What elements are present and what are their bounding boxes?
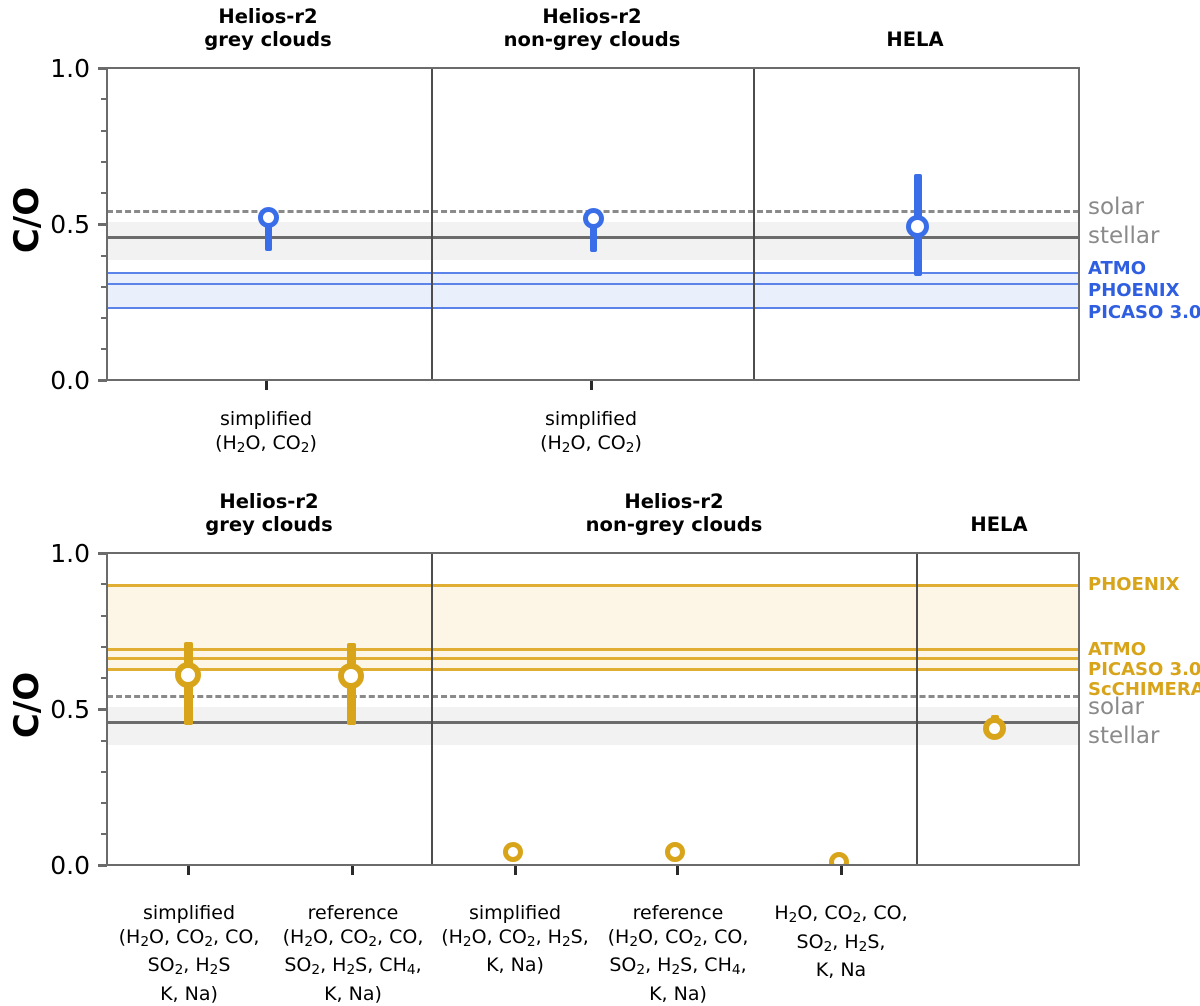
y-tick-top-0.6	[101, 192, 107, 194]
right-label-top-atmo: ATMO	[1088, 258, 1147, 279]
y-tick-bottom-1.0	[98, 552, 107, 555]
data-marker-bottom-0	[175, 662, 201, 688]
y-tick-label-top-0.0: 0.0	[50, 366, 90, 395]
group-title-bottom-0: Helios-r2 grey clouds	[205, 490, 333, 536]
plot-area-top	[107, 68, 1079, 380]
y-tick-top-0.5	[98, 223, 107, 226]
data-marker-bottom-2	[503, 842, 523, 862]
y-tick-bottom-0.8	[101, 615, 107, 617]
right-label-top-phoenix: PHOENIX	[1088, 280, 1180, 301]
y-tick-label-bottom-1.0: 1.0	[50, 539, 90, 568]
group-title-bottom-2: HELA	[970, 513, 1028, 536]
y-tick-label-bottom-0.0: 0.0	[50, 851, 90, 880]
right-label-top-solar: solar	[1088, 194, 1144, 220]
x-tick-label-bottom-1: reference (H2O, CO2, CO, SO2, H2S, CH4, …	[282, 902, 424, 1005]
y-tick-bottom-0.2	[101, 802, 107, 804]
x-tick-bottom-4	[840, 866, 843, 875]
x-tick-top-1	[590, 381, 593, 390]
data-marker-top-0	[258, 207, 279, 228]
group-divider-top-1	[431, 68, 433, 380]
refline-bottom-phoenix	[107, 584, 1079, 587]
y-tick-top-0.3	[101, 286, 107, 288]
x-tick-bottom-2	[514, 866, 517, 875]
x-tick-bottom-0	[187, 866, 190, 875]
y-tick-top-0.9	[101, 98, 107, 100]
y-tick-bottom-0.4	[101, 740, 107, 742]
plot-frame-top	[106, 67, 1080, 381]
refline-top-atmo	[107, 272, 1079, 274]
y-tick-top-0.7	[101, 161, 107, 163]
right-label-bottom-picaso: PICASO 3.0	[1088, 659, 1200, 680]
y-tick-bottom-0.6	[101, 677, 107, 679]
data-marker-bottom-3	[665, 842, 685, 862]
y-tick-label-bottom-0.5: 0.5	[50, 695, 90, 724]
plot-area-bottom	[107, 553, 1079, 865]
group-title-bottom-1: Helios-r2 non-grey clouds	[585, 490, 763, 536]
x-tick-label-bottom-2: simplified (H2O, CO2, H2S, K, Na)	[441, 902, 589, 976]
right-label-bottom-atmo: ATMO	[1088, 639, 1147, 660]
y-tick-bottom-0.7	[101, 646, 107, 648]
y-tick-label-top-1.0: 1.0	[50, 54, 90, 83]
refline-bottom-picaso	[107, 657, 1079, 660]
y-tick-bottom-0.3	[101, 771, 107, 773]
y-tick-bottom-0.0	[98, 864, 107, 867]
right-label-bottom-solar: solar	[1088, 694, 1144, 720]
error-bar-top-1	[590, 216, 597, 252]
group-title-top-2: HELA	[886, 28, 944, 51]
x-tick-top-0	[265, 381, 268, 390]
refline-top-phoenix	[107, 283, 1079, 285]
right-label-top-stellar: stellar	[1088, 223, 1160, 249]
right-label-top-picaso: PICASO 3.0	[1088, 302, 1200, 323]
y-tick-label-top-0.5: 0.5	[50, 210, 90, 239]
x-tick-label-bottom-3: reference (H2O, CO2, CO, SO2, H2S, CH4, …	[607, 902, 749, 1005]
refline-bottom-atmo	[107, 648, 1079, 651]
x-tick-label-top-0: simplified (H2O, CO2)	[215, 408, 317, 456]
refline-bottom-sccchimera	[107, 668, 1079, 671]
y-tick-top-1.0	[98, 67, 107, 70]
right-label-bottom-stellar: stellar	[1088, 723, 1160, 749]
group-divider-top-2	[753, 68, 755, 380]
y-tick-top-0.4	[101, 255, 107, 257]
group-divider-bottom-2	[916, 553, 918, 865]
data-marker-bottom-1	[338, 663, 364, 689]
x-tick-label-top-1: simplified (H2O, CO2)	[540, 408, 642, 456]
right-label-bottom-phoenix: PHOENIX	[1088, 574, 1180, 595]
right-label-bottom-sccchimera: ScCHIMERA	[1088, 679, 1200, 700]
y-tick-top-0.1	[101, 348, 107, 350]
error-bar-top-0	[265, 215, 272, 251]
x-tick-label-bottom-4: H2O, CO2, CO, SO2, H2S, K, Na	[774, 902, 908, 981]
x-tick-label-bottom-0: simplified (H2O, CO2, CO, SO2, H2S K, Na…	[118, 902, 260, 1005]
plot-frame-bottom	[106, 552, 1080, 866]
group-title-top-0: Helios-r2 grey clouds	[204, 5, 332, 51]
refline-top-picaso	[107, 307, 1079, 309]
data-marker-bottom-4	[829, 852, 849, 865]
refline-bottom-stellar	[107, 721, 1079, 724]
y-tick-bottom-0.9	[101, 583, 107, 585]
y-tick-bottom-0.5	[98, 708, 107, 711]
y-tick-top-0.0	[98, 379, 107, 382]
data-marker-top-1	[583, 208, 604, 229]
data-marker-bottom-5	[983, 717, 1006, 740]
group-divider-bottom-1	[431, 553, 433, 865]
x-tick-bottom-3	[676, 866, 679, 875]
data-marker-top-2	[906, 215, 929, 238]
x-tick-bottom-1	[351, 866, 354, 875]
y-tick-bottom-0.1	[101, 833, 107, 835]
group-title-top-1: Helios-r2 non-grey clouds	[503, 5, 681, 51]
band-top-models	[107, 272, 1079, 307]
y-tick-top-0.2	[101, 317, 107, 319]
y-tick-top-0.8	[101, 130, 107, 132]
refline-bottom-solar	[107, 695, 1079, 698]
